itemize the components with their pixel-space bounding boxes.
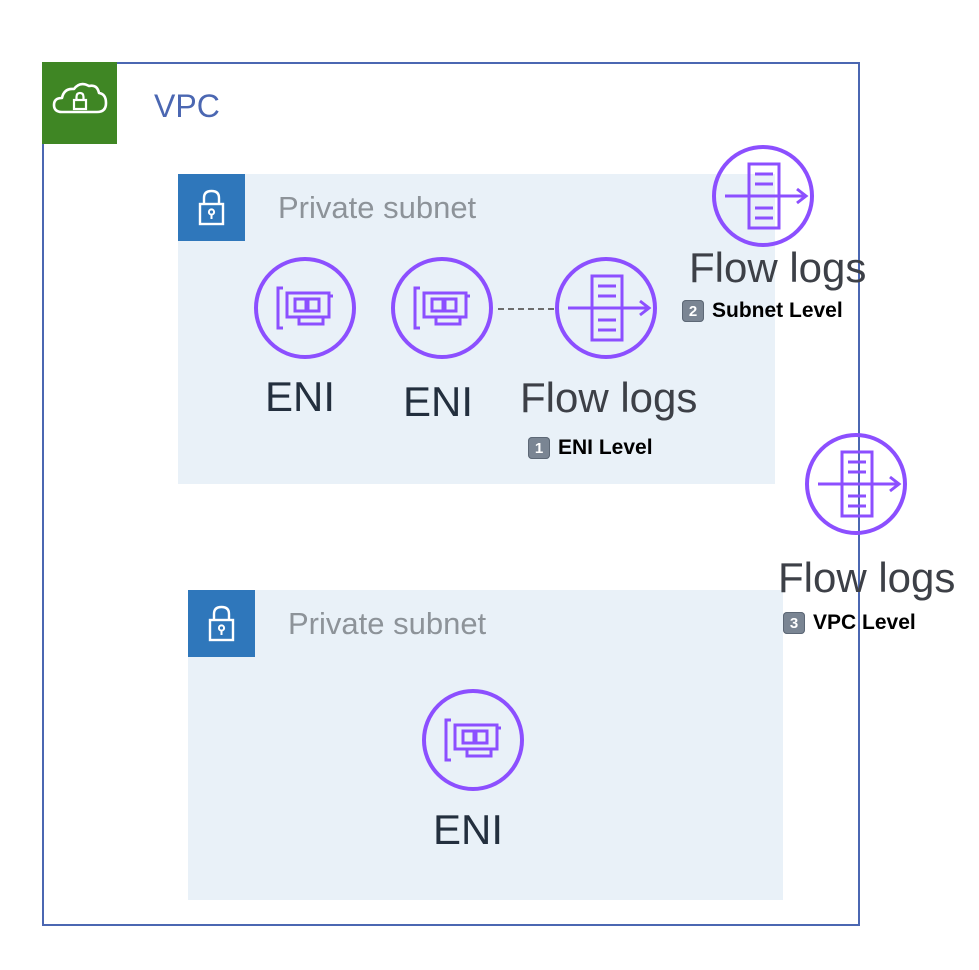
level-text: VPC Level [813, 611, 916, 634]
level-text: ENI Level [558, 436, 653, 459]
subnet-bottom-lock-badge [188, 590, 255, 657]
eni-icon [253, 256, 357, 360]
vpc-cloud-lock-icon [52, 82, 108, 114]
vpc-label: VPC [154, 88, 220, 124]
private-subnet-bottom [188, 590, 783, 900]
lock-icon [208, 605, 235, 642]
flow-logs-icon [804, 432, 908, 536]
subnet-bottom-label: Private subnet [288, 606, 487, 641]
vpc-badge [42, 62, 117, 144]
flow-logs-label: Flow logs [689, 244, 867, 291]
flow-logs-label: Flow logs [520, 374, 698, 421]
eni-level-caption: 1 ENI Level [528, 436, 653, 460]
vpc-container [42, 62, 860, 926]
lock-icon [198, 189, 225, 226]
eni-label: ENI [265, 373, 336, 420]
eni-icon [421, 688, 525, 792]
flow-logs-icon [711, 144, 815, 248]
subnet-top-lock-badge [178, 174, 245, 241]
eni-icon [390, 256, 494, 360]
eni-flowlog-connector [498, 308, 554, 310]
level-number-badge: 3 [783, 612, 805, 634]
flow-logs-icon [554, 256, 658, 360]
subnet-top-label: Private subnet [278, 190, 477, 225]
eni-label: ENI [433, 806, 504, 853]
vpc-level-caption: 3 VPC Level [783, 611, 916, 635]
level-number-badge: 1 [528, 437, 550, 459]
flow-logs-label: Flow logs [778, 554, 956, 601]
subnet-level-caption: 2 Subnet Level [682, 299, 843, 323]
eni-label: ENI [403, 378, 474, 425]
level-number-badge: 2 [682, 300, 704, 322]
level-text: Subnet Level [712, 299, 843, 322]
